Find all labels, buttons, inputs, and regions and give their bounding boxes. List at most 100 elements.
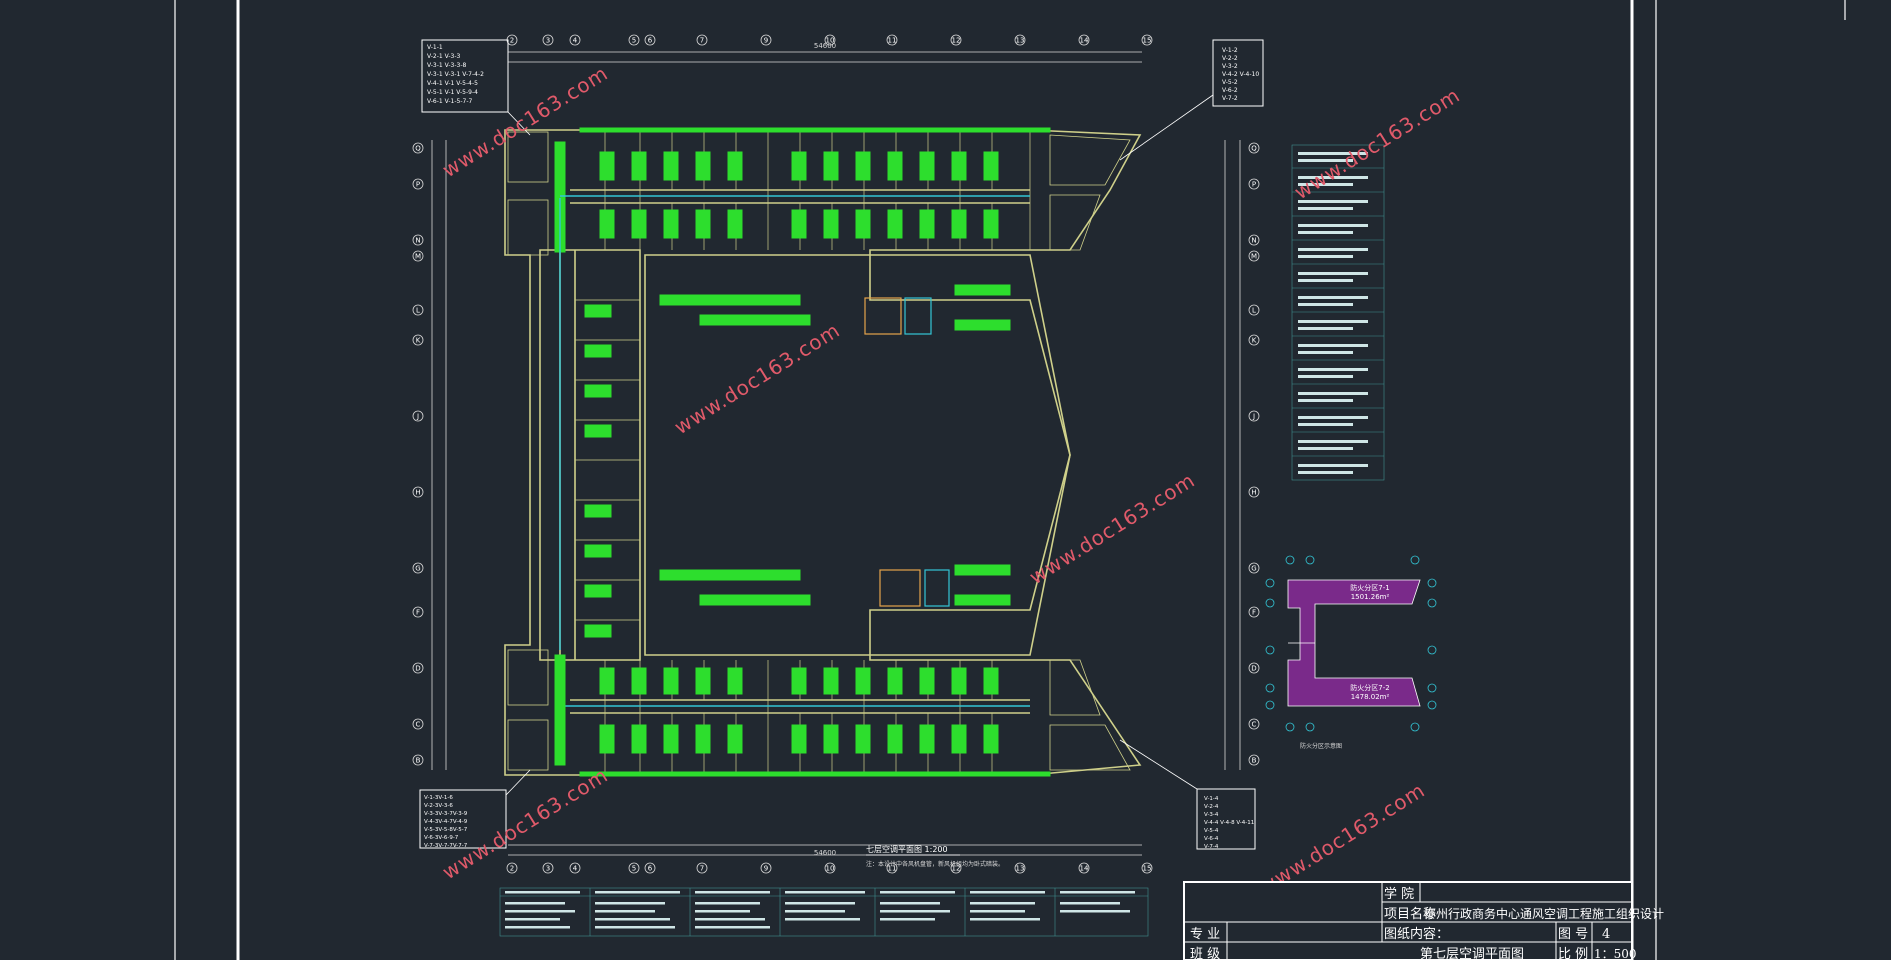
right-axis-label: P: [1252, 181, 1256, 189]
south-duct-network: [554, 564, 1051, 777]
stair-core-se: [1049, 659, 1101, 716]
top-axis-label: 6: [648, 37, 653, 45]
riser-text: V-7-4: [1204, 844, 1219, 850]
riser-text: V-1-4: [1204, 796, 1219, 802]
right-axis-label: N: [1251, 237, 1256, 245]
right-axis-label: G: [1251, 565, 1256, 573]
bottom-axis-label: 12: [952, 865, 961, 873]
right-axis-label: K: [1252, 337, 1257, 345]
riser-text: V-6-2: [1222, 87, 1238, 94]
fan-coil-unit: [823, 151, 839, 181]
north-duct-label-band: [579, 127, 1051, 133]
bottom-axis-label: 5: [632, 865, 636, 873]
drawing-name: 第七层空调平面图: [1420, 947, 1524, 960]
title-block: 学 院 项目名称 泰州行政商务中心通风空调工程施工组织设计 图纸内容： 图 号 …: [1183, 881, 1664, 960]
fan-coil-unit: [983, 209, 999, 239]
stair-core-se-2: [1049, 724, 1131, 771]
fan-coil-unit: [983, 667, 999, 695]
fan-coil-unit: [919, 724, 935, 754]
fan-coil-unit: [791, 724, 807, 754]
fire-zone-label-a: 防火分区7-1: [1350, 583, 1389, 592]
bottom-axis-label: 15: [1143, 865, 1152, 873]
watermark-text: www.doc163.com: [670, 318, 845, 439]
top-axis-label: 13: [1016, 37, 1025, 45]
stair-core-nw: [507, 131, 549, 183]
left-axis-label: K: [416, 337, 421, 345]
north-pipe-network: [559, 195, 1030, 707]
bottom-axis-label: 9: [764, 865, 768, 873]
riser-box-top-left: V-1-1 V-2-1 V-3-3 V-3-1 V-3-3-8 V-3-1 V-…: [421, 39, 531, 136]
bottom-axis-label: 6: [648, 865, 653, 873]
bottom-axis-bubbles: 2 3 4 5 6 7 9 10 11 12 13 14 15: [506, 862, 1153, 874]
school-label: 学 院: [1384, 886, 1414, 902]
fan-coil-unit: [727, 667, 743, 695]
top-dimension-group: [431, 51, 1241, 856]
left-axis-bubbles: Q P N M L K J H G F D C B: [412, 142, 424, 766]
ahu-rooms: [864, 297, 950, 607]
project-name: 泰州行政商务中心通风空调工程施工组织设计: [1424, 906, 1664, 921]
riser-text: V-6-1 V-1-5-7-7: [427, 98, 472, 105]
fan-coil-unit: [887, 151, 903, 181]
stair-core-sw-2: [507, 719, 549, 771]
top-axis-label: 3: [546, 37, 550, 45]
left-axis-label: B: [416, 757, 421, 765]
south-fresh-air-duct: [659, 569, 801, 581]
right-axis-label: L: [1252, 307, 1256, 315]
courtyard-outline: [644, 254, 1071, 656]
fan-coil-unit: [663, 667, 679, 695]
equipment-legend-table: [1291, 144, 1385, 481]
north-fresh-air-duct-2: [699, 314, 811, 326]
right-axis-label: Q: [1251, 145, 1257, 153]
stair-cores: [507, 131, 1131, 771]
fan-coil-unit: [791, 151, 807, 181]
fan-coil-unit: [887, 209, 903, 239]
top-axis-label: 10: [826, 37, 835, 45]
scale-label: 比 例: [1558, 947, 1588, 960]
top-axis-label: 7: [700, 37, 704, 45]
right-axis-label: C: [1252, 721, 1257, 729]
project-label: 项目名称: [1384, 906, 1436, 922]
fan-coil-unit: [584, 624, 612, 638]
north-duct-network: [554, 127, 1051, 331]
fan-coil-unit: [791, 209, 807, 239]
left-axis-label: H: [415, 489, 420, 497]
top-axis-label: 15: [1143, 37, 1152, 45]
right-axis-bubbles: Q P N M L K J H G F D C B: [1248, 142, 1260, 766]
fire-zone-area-b: 1478.02m²: [1351, 693, 1390, 701]
bottom-axis-label: 14: [1080, 865, 1089, 873]
fan-coil-unit: [695, 151, 711, 181]
legend-rows: [1298, 152, 1368, 474]
top-axis-label: 2: [510, 37, 514, 45]
fan-coil-unit: [727, 209, 743, 239]
riser-text: V-2-2: [1222, 55, 1238, 62]
right-axis-label: J: [1252, 413, 1255, 421]
fan-coil-unit: [727, 724, 743, 754]
fan-coil-unit: [855, 724, 871, 754]
fan-coil-unit: [919, 209, 935, 239]
fan-coil-unit: [584, 344, 612, 358]
fire-zone-area-a: 1501.26m²: [1351, 593, 1390, 601]
top-axis-label: 9: [764, 37, 768, 45]
south-fresh-air-duct-2: [699, 594, 811, 606]
fan-coil-unit: [919, 667, 935, 695]
south-riser-duct: [554, 654, 566, 766]
fan-coil-unit: [855, 667, 871, 695]
riser-text: V-5-4: [1204, 828, 1219, 834]
riser-text: V-5-3V-5-8V-5-7: [424, 827, 468, 833]
top-axis-label: 14: [1080, 37, 1089, 45]
riser-text: V-4-1 V-1 V-5-4-5: [427, 80, 478, 87]
north-east-duct: [954, 284, 1011, 296]
top-total-dimension: 54600: [814, 42, 836, 50]
fan-coil-unit: [695, 724, 711, 754]
schedule-rows: [505, 891, 1135, 929]
riser-text: V-7-2: [1222, 95, 1238, 102]
fan-coil-unit: [599, 724, 615, 754]
ahu-fan-south: [924, 569, 950, 607]
class-label: 班 级: [1190, 947, 1220, 960]
fan-coil-unit: [823, 209, 839, 239]
left-axis-label: C: [416, 721, 421, 729]
fan-coil-unit: [584, 424, 612, 438]
top-axis-label: 4: [573, 37, 578, 45]
stair-core-nw-2: [507, 199, 549, 256]
top-axis-bubbles: 2 3 4 5 6 7 9 10 11 12 13 14 15: [506, 34, 1153, 46]
